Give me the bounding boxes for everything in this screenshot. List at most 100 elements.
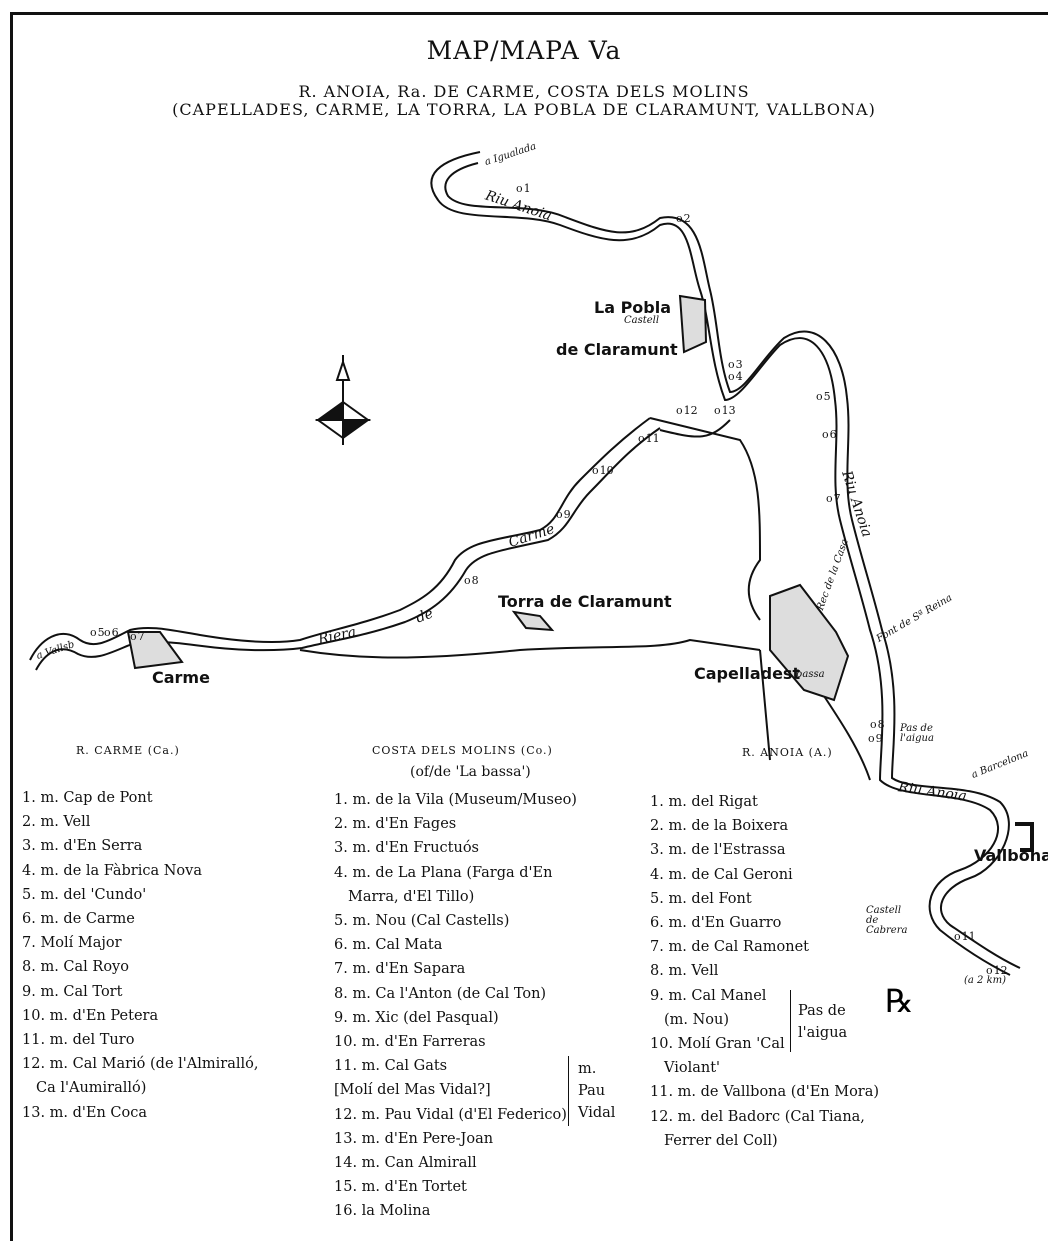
brace-label-line: m.	[578, 1061, 597, 1077]
note-pas-de-laigua: Pas de l'aigua	[900, 723, 934, 744]
legend-carme-heading: R. CARME (Ca.)	[76, 744, 180, 757]
list-item: 8. m. Ca l'Anton (de Cal Ton)	[334, 985, 547, 1002]
list-item: 5. m. del 'Cundo'	[22, 886, 147, 903]
list-item: 12. m. Pau Vidal (d'El Federico)	[334, 1106, 567, 1123]
brace-label-line: Pau	[578, 1083, 606, 1099]
vallbona-symbol	[1015, 822, 1034, 852]
brace-label-line: Pas de	[798, 1003, 846, 1019]
marker-ca-7: 7	[130, 630, 145, 643]
compass-rose	[314, 355, 372, 445]
road-branch	[759, 649, 871, 781]
marker-a-8: 8	[870, 718, 885, 731]
label-capellades: Capelladest	[694, 664, 801, 683]
brace-label-line: l'aigua	[798, 1025, 848, 1041]
list-item: 10. m. d'En Farreras	[334, 1034, 486, 1051]
marker-a-5: 5	[816, 390, 831, 403]
marker-ca-4: 4	[728, 370, 743, 383]
list-item: 9. m. Xic (del Pasqual)	[334, 1009, 499, 1026]
list-item: 16. la Molina	[334, 1203, 431, 1220]
list-item: 7. m. d'En Sapara	[334, 961, 466, 978]
note-a-2km: (a 2 km)	[964, 975, 1007, 986]
monogram-icon: ℞	[885, 982, 914, 1020]
list-item: 1. m. del Rigat	[650, 794, 758, 810]
marker-ca-8: 8	[464, 574, 479, 587]
list-item: Ferrer del Coll)	[664, 1132, 778, 1149]
legend-costa-heading: COSTA DELS MOLINS (Co.)	[372, 744, 553, 757]
list-item: 6. m. de Carme	[22, 911, 135, 928]
list-item: 3. m. d'En Serra	[22, 838, 143, 855]
marker-ca-13: 13	[714, 404, 736, 417]
road	[299, 417, 762, 659]
label-la-pobla: La Pobla	[594, 298, 672, 317]
marker-ca-2: 2	[676, 212, 691, 225]
list-item: 9. m. Cal Manel	[650, 987, 767, 1004]
riu-anoia-bank-south	[444, 162, 1021, 969]
list-item: 4. m. de Cal Geroni	[650, 866, 793, 883]
marker-a-12: 12	[986, 964, 1008, 977]
map-frame	[10, 12, 1048, 1241]
torra-block	[511, 610, 555, 632]
list-item: 6. m. d'En Guarro	[650, 915, 782, 932]
legend-carme-list: 1. m. Cap de Pont 2. m. Vell 3. m. d'En …	[22, 786, 258, 1125]
brace-label-line: Vidal	[578, 1105, 616, 1121]
list-item: Ca l'Aumiralló)	[36, 1080, 147, 1097]
list-item: 11. m. de Vallbona (d'En Mora)	[650, 1084, 880, 1101]
riera-de-carme-south	[35, 427, 661, 671]
list-item: 10. m. d'En Petera	[22, 1007, 159, 1024]
list-item: 2. m. d'En Fages	[334, 816, 457, 833]
la-pobla-block	[678, 294, 708, 354]
label-vallbona: Vallbona	[974, 846, 1048, 865]
marker-ca-11: 11	[638, 432, 660, 445]
list-item: Marra, d'El Tillo)	[348, 888, 475, 905]
list-item: 11. m. del Turo	[22, 1032, 135, 1049]
list-item: 13. m. d'En Coca	[22, 1104, 148, 1121]
list-item: (m. Nou)	[664, 1011, 730, 1028]
marker-ca-6: 6	[104, 626, 119, 639]
label-torra-de-claramunt: Torra de Claramunt	[498, 592, 672, 611]
list-item: 14. m. Can Almirall	[334, 1155, 477, 1172]
list-item: 7. m. de Cal Ramonet	[650, 939, 809, 956]
marker-ca-12: 12	[676, 404, 698, 417]
map-subtitle-line1: R. ANOIA, Ra. DE CARME, COSTA DELS MOLIN…	[298, 82, 750, 101]
list-item: 15. m. d'En Tortet	[334, 1179, 467, 1196]
list-item: 5. m. Nou (Cal Castells)	[334, 913, 510, 930]
list-item: 4. m. de La Plana (Farga d'En	[334, 864, 553, 881]
marker-a-11: 11	[954, 930, 976, 943]
list-item: 7. Molí Major	[22, 935, 122, 952]
marker-a-7: 7	[826, 492, 841, 505]
marker-ca-3: 3	[728, 358, 743, 371]
marker-ca-5: 5	[90, 626, 105, 639]
marker-ca-1: 1	[516, 182, 531, 195]
list-item: 2. m. Vell	[22, 814, 91, 831]
marker-ca-10: 10	[592, 464, 614, 477]
list-item: 8. m. Vell	[650, 963, 719, 980]
list-item: Violant'	[664, 1060, 721, 1077]
note-bassa: bassa	[796, 669, 825, 680]
legend-anoia-list: 1. m. del Rigat 2. m. de la Boixera 3. m…	[650, 790, 879, 1153]
list-item: [Molí del Mas Vidal?]	[334, 1082, 491, 1099]
legend-costa-subheading: (of/de 'La bassa')	[410, 764, 531, 780]
list-item: 8. m. Cal Royo	[22, 959, 129, 976]
capellades-block	[769, 583, 850, 702]
note-castell-de-cabrera: Castell de Cabrera	[866, 905, 908, 936]
list-item: 10. Molí Gran 'Cal	[650, 1036, 785, 1053]
note-castell: Castell	[624, 315, 660, 326]
map-subtitle-line2: (CAPELLADES, CARME, LA TORRA, LA POBLA D…	[172, 100, 876, 119]
list-item: 12. m. del Badorc (Cal Tiana,	[650, 1108, 865, 1125]
list-item: 5. m. del Font	[650, 890, 752, 907]
list-item: 4. m. de la Fàbrica Nova	[22, 862, 202, 879]
brace-anoia	[790, 990, 791, 1052]
list-item: 3. m. de l'Estrassa	[650, 842, 786, 859]
brace-label-anoia: Pas de l'aigua	[798, 1000, 847, 1044]
marker-a-6: 6	[822, 428, 837, 441]
list-item: 9. m. Cal Tort	[22, 983, 123, 1000]
label-carme: Carme	[152, 668, 210, 687]
list-item: 13. m. d'En Pere-Joan	[334, 1130, 494, 1147]
riu-anoia-bank-north	[430, 151, 1011, 976]
riera-de-carme-north	[29, 417, 651, 661]
brace-label-costa: m. Pau Vidal	[578, 1058, 615, 1124]
list-item: 3. m. d'En Fructuós	[334, 840, 479, 857]
list-item: 1. m. de la Vila (Museum/Museo)	[334, 792, 577, 808]
list-item: 6. m. Cal Mata	[334, 937, 443, 954]
list-item: 11. m. Cal Gats	[334, 1058, 448, 1075]
